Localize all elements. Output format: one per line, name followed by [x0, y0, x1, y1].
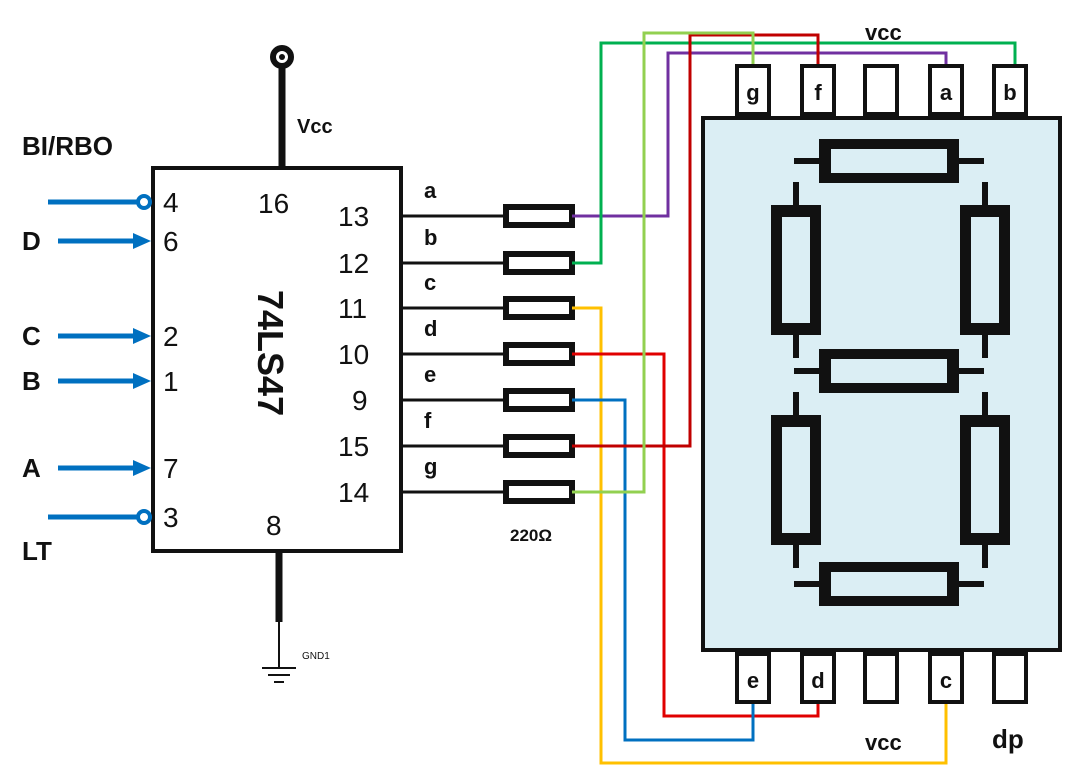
input-pin-number: 3 [163, 502, 179, 533]
display-pin-d: d [800, 652, 836, 704]
resistor [503, 434, 575, 458]
arrow-head-icon [133, 373, 151, 389]
input-pin-number: 4 [163, 187, 179, 218]
wire-c [572, 306, 948, 765]
resistor [503, 480, 575, 504]
arrow-head-icon [133, 233, 151, 249]
bottom-vcc-label: vcc [865, 730, 902, 755]
input-pin-number: 1 [163, 366, 179, 397]
input-label: A [22, 453, 41, 483]
output-pin-number: 12 [338, 248, 369, 279]
wire-d [572, 352, 820, 718]
segment-d [794, 562, 984, 606]
display-bottom-pins: e d c dp [735, 652, 1028, 754]
display-pin-label: e [747, 668, 759, 693]
segment-label: b [424, 225, 437, 250]
display-pin-label: g [746, 80, 759, 105]
segment-b [960, 182, 1010, 358]
segment-label: f [424, 408, 432, 433]
resistor [503, 251, 575, 275]
segment-label: a [424, 178, 437, 203]
display-pin-label: b [1003, 80, 1016, 105]
wire-a [572, 51, 948, 218]
segment-e [771, 392, 821, 568]
resistor [503, 296, 575, 320]
display-pin-label: d [811, 668, 824, 693]
input-pin-number: 2 [163, 321, 179, 352]
output-pin-number: 11 [338, 293, 367, 324]
dp-label: dp [992, 724, 1024, 754]
segment-a [794, 139, 984, 183]
output-pin-number: 14 [338, 477, 369, 508]
resistor [503, 342, 575, 366]
ic-name: 74LS47 [250, 290, 291, 416]
input-label: C [22, 321, 41, 351]
output-a: 13 a [338, 178, 575, 232]
input-label: LT [22, 536, 52, 566]
output-pin-number: 9 [352, 385, 368, 416]
output-pins: 13 a 12 b 11 c 10 d 9 e 15 f 14 g [338, 178, 575, 508]
arrow-head-icon [133, 328, 151, 344]
vcc-label: Vcc [297, 116, 333, 138]
output-pin-number: 15 [338, 431, 369, 462]
display-pin-g: g [735, 64, 771, 116]
resistor [503, 388, 575, 412]
display-pin-nc [863, 64, 899, 116]
gnd-label: GND1 [302, 651, 330, 662]
output-c: 11 c [338, 270, 575, 324]
input-label: B [22, 366, 41, 396]
input-bi-rbo: BI/RBO 4 [22, 131, 179, 218]
resistor-value-label: 220Ω [510, 526, 552, 545]
display-pin-f: f [800, 64, 836, 116]
input-lt: LT 3 [22, 502, 179, 566]
ic-body [151, 166, 403, 553]
top-vcc-label: vcc [865, 20, 902, 45]
display-pin-nc [863, 652, 899, 704]
output-f: 15 f [338, 408, 575, 462]
segment-f [771, 182, 821, 358]
display-pin-label: c [940, 668, 952, 693]
input-pin-number: 7 [163, 453, 179, 484]
input-label: D [22, 226, 41, 256]
display-pin-a: a [928, 64, 964, 116]
segment-label: e [424, 362, 436, 387]
input-pin-number: 6 [163, 226, 179, 257]
ic-74ls47: Vcc 16 8 74LS47 GND1 [151, 45, 403, 683]
wires [572, 31, 1017, 765]
arrow-head-icon [133, 460, 151, 476]
segment-g [794, 349, 984, 393]
wire-e [572, 398, 755, 742]
resistor [503, 204, 575, 228]
inversion-bubble-icon [136, 509, 152, 525]
segment-c [960, 392, 1010, 568]
output-pin-number: 10 [338, 339, 369, 370]
segment-label: c [424, 270, 436, 295]
display-pin-label: f [814, 80, 822, 105]
segment-label: g [424, 454, 437, 479]
wire-g [572, 31, 755, 494]
output-pin-number: 13 [338, 201, 369, 232]
display-pin-b: b [992, 64, 1028, 116]
display-pin-dp: dp [992, 652, 1028, 754]
segment-label: d [424, 316, 437, 341]
display-pin-e: e [735, 652, 771, 704]
display-pin-label: a [940, 80, 953, 105]
display-pin-c: c [928, 652, 964, 704]
vcc-terminal-dot [279, 54, 285, 60]
power-pin-number: 16 [258, 188, 289, 219]
inversion-bubble-icon [136, 194, 152, 210]
wire-f [572, 33, 820, 448]
input-label: BI/RBO [22, 131, 113, 161]
seven-segment-display: g f a b e d c dp vcc vcc [701, 20, 1062, 755]
display-segments [771, 139, 1010, 606]
wire-b [572, 41, 1017, 265]
ground-pin-number: 8 [266, 510, 282, 541]
